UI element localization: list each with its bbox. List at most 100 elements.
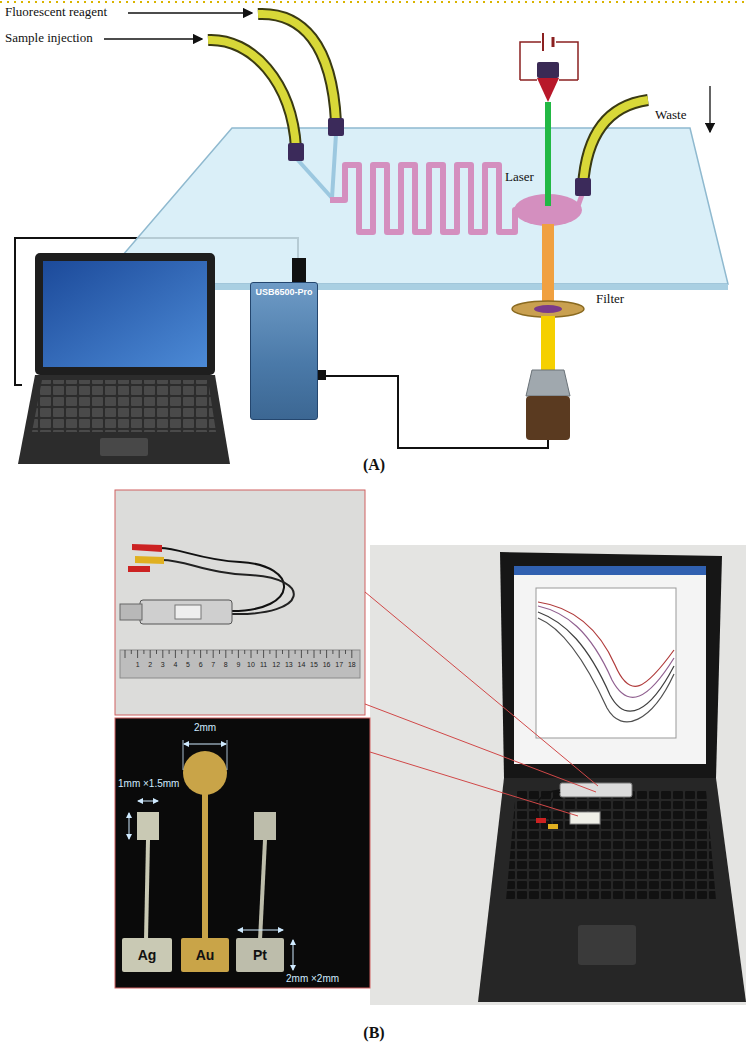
- electrode-pad: Ag: [122, 938, 172, 972]
- usb-device: [140, 600, 232, 624]
- laptop-base: [478, 778, 746, 1002]
- signal-cable: [326, 376, 548, 448]
- laser-beam: [545, 102, 551, 206]
- battery-symbol: [552, 37, 555, 47]
- window-titlebar: [514, 566, 706, 575]
- usb-plug: [292, 258, 306, 284]
- battery-symbol: [542, 33, 544, 51]
- pointer-arrow: [104, 38, 202, 39]
- laser-head: [537, 62, 559, 78]
- leader-line: [370, 752, 578, 816]
- node-label: USB6500-Pro: [254, 287, 314, 297]
- chart-area: [536, 588, 676, 738]
- input-label: Fluorescent reagent: [5, 5, 107, 20]
- voltammogram-curve: [538, 602, 674, 686]
- counter-electrode: [254, 812, 276, 840]
- node-label: Ag: [138, 947, 157, 963]
- dimension-arrow: [129, 813, 130, 839]
- pointer-arrow: [128, 12, 252, 13]
- ruler-number: 12: [272, 661, 280, 669]
- panel-label: (A): [363, 456, 385, 474]
- dimension-guide: [227, 740, 228, 770]
- electrode-lead: [260, 840, 265, 940]
- inlet-channel: [332, 134, 336, 198]
- tube-connector: [575, 178, 591, 196]
- touchpad: [578, 925, 636, 965]
- node-label: Pt: [253, 947, 267, 963]
- ruler-number: 6: [199, 661, 203, 669]
- ruler-number: 16: [323, 661, 331, 669]
- ruler-ticks: [125, 650, 352, 658]
- working-electrode: [183, 751, 227, 795]
- waste-tube: [583, 100, 648, 186]
- input-label: Sample injection: [5, 31, 93, 46]
- laptop-base: [18, 375, 230, 464]
- electrode-pad: Pt: [236, 938, 284, 972]
- filtered-beam: [541, 316, 555, 370]
- dimension-label: 2mm ×2mm: [286, 973, 339, 985]
- photo-inset: [115, 490, 365, 715]
- ruler-number: 9: [236, 661, 240, 669]
- ruler-number: 15: [310, 661, 318, 669]
- touchpad: [100, 438, 148, 456]
- output-label: Waste: [655, 108, 686, 123]
- circuit-wire: [520, 42, 578, 80]
- ruler-number: 13: [285, 661, 293, 669]
- voltammogram-curve: [538, 618, 674, 722]
- alligator-clip: [135, 556, 164, 564]
- ruler-number: 1: [136, 661, 140, 669]
- voltammogram-curve: [538, 612, 674, 711]
- tube-outline: [583, 100, 648, 186]
- reference-electrode: [137, 812, 159, 840]
- alligator-clip: [548, 824, 558, 829]
- serpentine-channel: [330, 165, 520, 232]
- ruler-number: 5: [186, 661, 190, 669]
- dimension-guide: [183, 740, 184, 770]
- electrode-strip: [570, 812, 600, 824]
- dimension-arrow: [238, 930, 283, 931]
- dimension-arrow: [184, 744, 226, 745]
- leader-line: [365, 592, 598, 786]
- ruler-number: 17: [335, 661, 343, 669]
- dimension-label: 2mm: [194, 722, 216, 734]
- device-label: [175, 605, 201, 619]
- laptop-display: [43, 261, 207, 367]
- tube-connector: [288, 143, 304, 161]
- sample-tube: [208, 40, 296, 148]
- photodetector: [526, 396, 570, 440]
- dimension-arrow: [293, 940, 294, 970]
- alligator-clip: [536, 818, 546, 823]
- node-label: Au: [196, 947, 215, 963]
- ruler-number: 8: [224, 661, 228, 669]
- usb-device-photo: [560, 783, 632, 797]
- clip-wire: [536, 790, 560, 826]
- ruler-number: 7: [211, 661, 215, 669]
- emission-beam: [542, 224, 554, 302]
- ruler-number: 4: [173, 661, 177, 669]
- inlet-channel: [296, 158, 332, 198]
- voltammogram-curve: [538, 606, 674, 697]
- ruler: [120, 650, 360, 678]
- dimension-label: 1mm ×1.5mm: [118, 778, 179, 790]
- tube-outline: [208, 40, 296, 148]
- ruler-number: 3: [161, 661, 165, 669]
- leader-line: [365, 704, 596, 792]
- component-label: Filter: [596, 292, 624, 307]
- alligator-clip: [132, 544, 162, 552]
- electrode-lead: [146, 840, 148, 940]
- keyboard: [32, 380, 216, 432]
- component-label: Laser: [505, 170, 534, 185]
- ruler-number: 10: [247, 661, 255, 669]
- laptop-screen-frame: [35, 253, 215, 375]
- laptop-screen-frame: [500, 552, 722, 778]
- tube-connector: [328, 118, 344, 136]
- photo-background: [370, 545, 746, 1005]
- laser-tip: [537, 78, 559, 102]
- dimension-arrow: [138, 801, 158, 802]
- ruler-number: 2: [148, 661, 152, 669]
- alligator-clip: [128, 566, 150, 572]
- keyboard: [506, 790, 716, 900]
- dotted-rule: [0, 1, 748, 3]
